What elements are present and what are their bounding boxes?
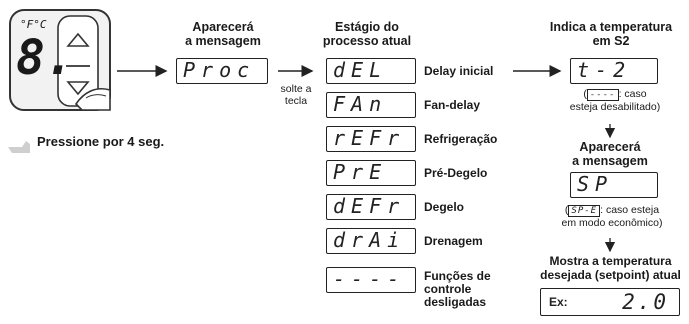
step3-header-line1: Indica a temperatura xyxy=(549,20,673,34)
stage-display: FAn xyxy=(326,92,416,118)
step3-header-line2: em S2 xyxy=(592,34,630,48)
display-setpoint: Ex: 2.0 xyxy=(540,288,680,316)
stage-off-line2: controle xyxy=(424,282,472,296)
step1-header-line2: a mensagem xyxy=(185,34,261,48)
step5-header: Mostra a temperatura desejada (setpoint)… xyxy=(532,254,689,282)
stage-display: rEFr xyxy=(326,126,416,152)
sp-eco-note: (SP-E: caso esteja em modo econômico) xyxy=(550,204,674,229)
s2-note-rest: : caso xyxy=(618,88,647,100)
stage-label: Delay inicial xyxy=(424,64,494,78)
sp-note-open: ( xyxy=(564,204,569,216)
sp-note-rest: : caso esteja xyxy=(600,204,660,216)
step4-header-line2: a mensagem xyxy=(572,154,648,168)
step2-header: Estágio do processo atual xyxy=(306,20,428,48)
stage-display: PrE xyxy=(326,160,416,186)
stage-display: dEL xyxy=(326,58,416,84)
stage-display: dEFr xyxy=(326,194,416,220)
display-sp: SP xyxy=(570,172,658,198)
s2-note-open: ( xyxy=(583,88,587,100)
display-s2: t-2 xyxy=(570,58,658,84)
stage-label: Fan-delay xyxy=(424,98,481,112)
step3-header: Indica a temperatura em S2 xyxy=(540,20,682,48)
s2-disabled-note: (----: caso esteja desabilitado) xyxy=(556,88,674,113)
s2-note-line2: esteja desabilitado) xyxy=(569,101,661,113)
up-arrow-icon xyxy=(66,32,90,47)
sp-note-line2: em modo econômico) xyxy=(561,217,663,229)
down-arrow-icon xyxy=(66,81,90,96)
pressing-finger-icon xyxy=(74,88,111,111)
release-note-line2: tecla xyxy=(284,95,308,107)
stage-off-line1: Funções de xyxy=(424,269,491,283)
controller-device: °F°C 8. xyxy=(6,6,116,116)
stage-display-off: ---- xyxy=(326,267,416,293)
step5-header-line1: Mostra a temperatura xyxy=(549,254,672,268)
unit-label: °F°C xyxy=(20,18,47,31)
release-key-note: solte a tecla xyxy=(270,83,322,107)
stage-label: Pré-Degelo xyxy=(424,166,488,180)
stage-off-line3: desligadas xyxy=(424,295,487,309)
stage-label-off: Funções de controle desligadas xyxy=(424,270,491,309)
step5-header-line2: desejada (setpoint) atual xyxy=(540,268,681,282)
sp-note-mini-display: SP-E xyxy=(568,205,601,217)
stage-display: drAi xyxy=(326,228,416,254)
stage-label: Refrigeração xyxy=(424,132,498,146)
step1-header: Aparecerá a mensagem xyxy=(168,20,278,48)
step4-header: Aparecerá a mensagem xyxy=(550,140,670,168)
setpoint-value: 2.0 xyxy=(622,290,669,314)
stage-label: Drenagem xyxy=(424,234,483,248)
setpoint-ex-label: Ex: xyxy=(549,295,568,309)
device-digit: 8. xyxy=(16,30,74,86)
release-note-line1: solte a xyxy=(280,83,312,95)
step4-header-line1: Aparecerá xyxy=(579,140,641,154)
press-instruction: Pressione por 4 seg. xyxy=(37,134,165,149)
controller-body xyxy=(9,9,111,111)
s2-note-mini-display: ---- xyxy=(586,89,619,101)
step1-header-line1: Aparecerá xyxy=(192,20,254,34)
step2-header-line1: Estágio do xyxy=(335,20,399,34)
stage-label: Degelo xyxy=(424,200,465,214)
step2-header-line2: processo atual xyxy=(322,34,412,48)
display-proc: Proc xyxy=(176,58,268,84)
